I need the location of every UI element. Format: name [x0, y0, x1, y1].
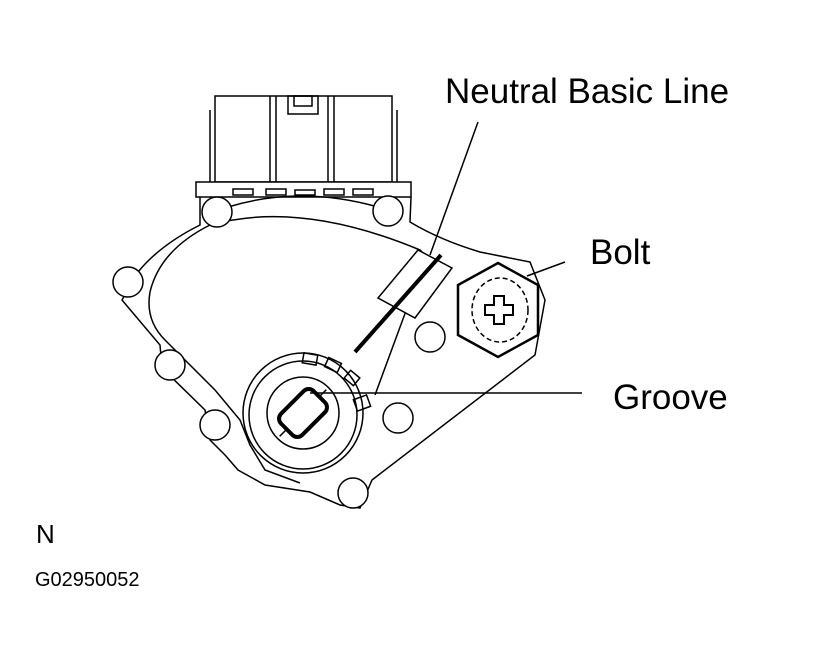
position-marker: N [36, 519, 55, 549]
groove-label: Groove [613, 378, 728, 417]
phillips-head-icon [484, 295, 514, 325]
neutral-basic-line-label: Neutral Basic Line [445, 72, 730, 111]
bolt-label: Bolt [590, 233, 651, 272]
sector-outline [148, 215, 429, 484]
shaft [242, 351, 372, 474]
mounting-holes [112, 195, 446, 509]
bolt-leader-line [526, 261, 566, 277]
neutral-leader-line [429, 121, 479, 256]
bolt [456, 261, 540, 359]
figure-id: G02950052 [35, 569, 140, 591]
switch-body-outline [121, 196, 546, 509]
flange-arc [227, 195, 379, 208]
connector [195, 95, 412, 198]
neutral-basic-line [353, 253, 443, 354]
